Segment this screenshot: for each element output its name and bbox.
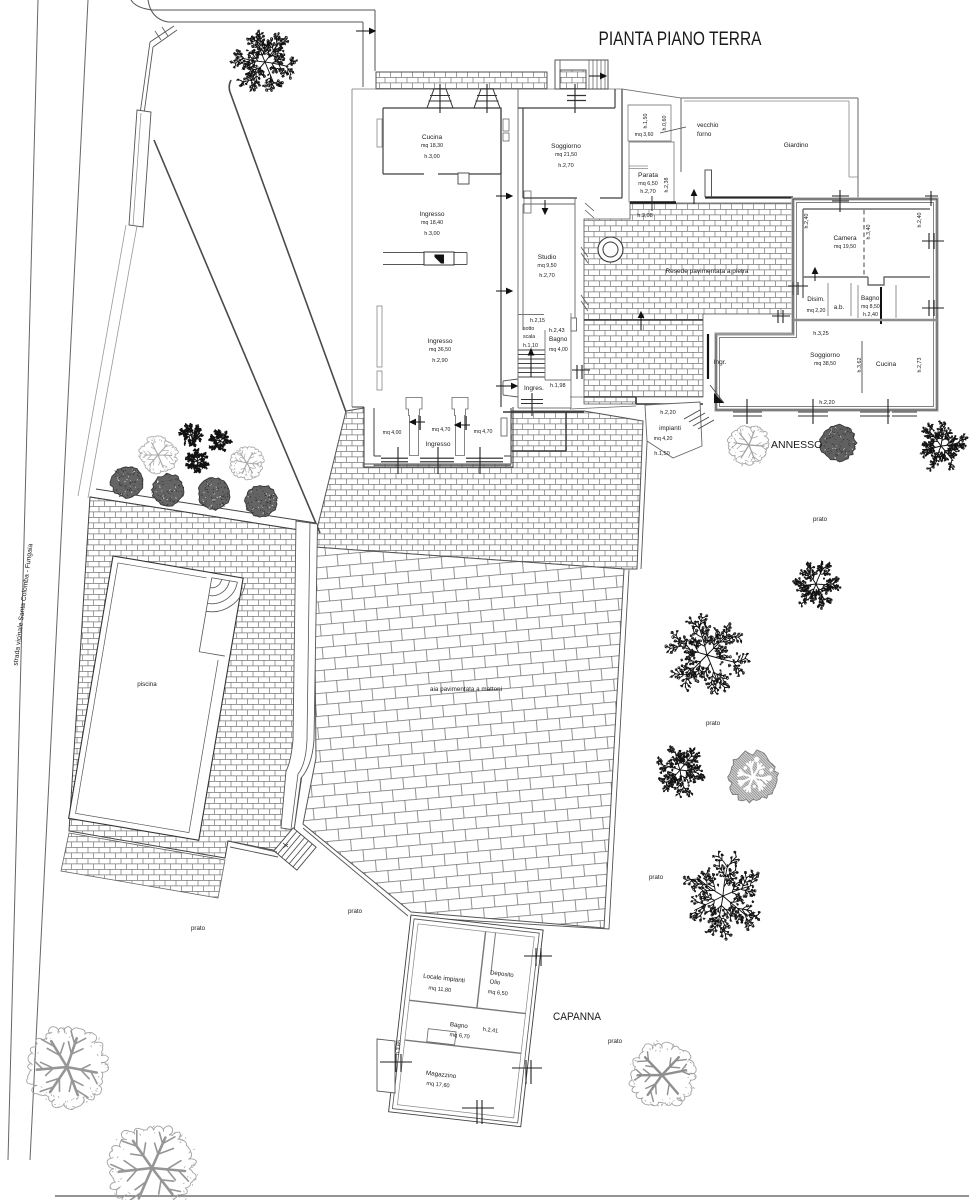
svg-text:mq 6,50: mq 6,50	[638, 181, 657, 187]
svg-text:Soggiorno: Soggiorno	[810, 352, 840, 359]
svg-text:Parata: Parata	[638, 172, 658, 179]
svg-text:piscina: piscina	[137, 681, 157, 688]
svg-text:Deposito: Deposito	[490, 970, 515, 979]
svg-text:h.3,65: h.3,65	[395, 1040, 403, 1056]
svg-text:scala: scala	[523, 334, 535, 340]
svg-text:mq 38,50: mq 38,50	[814, 361, 836, 367]
svg-text:mq 6,50: mq 6,50	[487, 989, 508, 997]
svg-text:Camera: Camera	[833, 235, 857, 242]
svg-text:vecchio: vecchio	[697, 122, 719, 129]
svg-text:mq 9,50: mq 9,50	[537, 263, 556, 269]
svg-text:impianti: impianti	[659, 425, 681, 432]
svg-text:h.2,90: h.2,90	[432, 358, 448, 364]
svg-text:h.2,40: h.2,40	[804, 214, 810, 229]
svg-text:Cucina: Cucina	[422, 134, 443, 141]
svg-text:h.1,98: h.1,98	[550, 383, 566, 389]
svg-text:mq 17,60: mq 17,60	[426, 1081, 450, 1090]
svg-text:h.3,00: h.3,00	[424, 154, 440, 160]
svg-text:h.2,70: h.2,70	[640, 189, 656, 195]
svg-text:h.3,62: h.3,62	[857, 358, 863, 373]
svg-text:mq 4,00: mq 4,00	[383, 430, 402, 436]
svg-text:mq 18,30: mq 18,30	[421, 143, 443, 149]
svg-text:PIANTA PIANO TERRA: PIANTA PIANO TERRA	[599, 28, 762, 50]
svg-text:h.1,50: h.1,50	[643, 114, 649, 129]
svg-text:prato: prato	[608, 1038, 623, 1045]
svg-text:Bagno: Bagno	[449, 1021, 468, 1030]
svg-text:Ingresso: Ingresso	[426, 441, 451, 448]
svg-text:h.2,15: h.2,15	[530, 318, 545, 324]
svg-text:h.3,08: h.3,08	[637, 213, 653, 219]
svg-text:Locale impianti: Locale impianti	[423, 973, 466, 985]
svg-text:mq 4,70: mq 4,70	[432, 427, 451, 433]
svg-text:forno: forno	[697, 131, 712, 138]
svg-text:mq 36,50: mq 36,50	[429, 347, 451, 353]
svg-text:h.0,60: h.0,60	[662, 116, 668, 131]
svg-text:prato: prato	[191, 925, 206, 932]
svg-text:Studio: Studio	[538, 254, 557, 261]
svg-text:mq 8,50: mq 8,50	[861, 304, 880, 310]
svg-text:h.2,70: h.2,70	[558, 163, 574, 169]
svg-text:mq 6,70: mq 6,70	[449, 1032, 470, 1040]
svg-text:Ingr.: Ingr.	[714, 359, 727, 366]
svg-text:h.1,50: h.1,50	[654, 451, 670, 457]
svg-text:Giardino: Giardino	[784, 142, 809, 149]
svg-text:ANNESSO: ANNESSO	[771, 439, 822, 451]
svg-text:Cucina: Cucina	[876, 361, 897, 368]
svg-text:mq 2,20: mq 2,20	[807, 308, 826, 314]
svg-text:h.1,10: h.1,10	[523, 343, 538, 349]
svg-text:Soggiorno: Soggiorno	[551, 143, 581, 150]
svg-text:prato: prato	[813, 516, 828, 523]
svg-text:Resede pavimentata a pietra: Resede pavimentata a pietra	[665, 268, 748, 275]
svg-text:mq 4,00: mq 4,00	[549, 347, 568, 353]
svg-text:Ingresso: Ingresso	[428, 338, 453, 345]
svg-text:h.2,73: h.2,73	[917, 358, 923, 373]
svg-text:sotto: sotto	[523, 326, 534, 332]
svg-text:h.2,40: h.2,40	[863, 312, 878, 318]
svg-text:h.3,40: h.3,40	[866, 225, 872, 240]
svg-text:mq 19,50: mq 19,50	[834, 244, 856, 250]
svg-text:prato: prato	[706, 720, 721, 727]
svg-text:Bagno: Bagno	[549, 336, 568, 343]
svg-text:Magazzino: Magazzino	[426, 1070, 458, 1080]
svg-text:h.2,43: h.2,43	[549, 328, 565, 334]
svg-text:h.2,70: h.2,70	[539, 273, 555, 279]
svg-text:a.b.: a.b.	[834, 304, 845, 311]
svg-text:Ingres.: Ingres.	[524, 385, 544, 392]
svg-text:mq 18,40: mq 18,40	[421, 220, 443, 226]
svg-text:mq 11,80: mq 11,80	[428, 985, 451, 994]
svg-text:CAPANNA: CAPANNA	[553, 1011, 602, 1023]
svg-text:prato: prato	[649, 874, 664, 881]
svg-text:h.2,40: h.2,40	[917, 213, 923, 228]
svg-text:h.2,38: h.2,38	[664, 178, 670, 193]
svg-text:mq 3,60: mq 3,60	[635, 132, 654, 138]
svg-text:h.2,20: h.2,20	[660, 410, 676, 416]
svg-text:Disim.: Disim.	[807, 296, 825, 303]
svg-text:mq 21,50: mq 21,50	[555, 152, 577, 158]
svg-text:h.2,20: h.2,20	[819, 400, 835, 406]
svg-text:h.2,41: h.2,41	[482, 1027, 498, 1035]
svg-text:h.3,00: h.3,00	[424, 231, 440, 237]
svg-text:mq 4,20: mq 4,20	[654, 436, 673, 442]
svg-text:prato: prato	[348, 908, 363, 915]
svg-text:Bagno: Bagno	[861, 295, 880, 302]
svg-text:aia pavimentata a mattoni: aia pavimentata a mattoni	[430, 686, 502, 693]
svg-text:mq 4,70: mq 4,70	[474, 429, 493, 435]
svg-text:h.3,25: h.3,25	[813, 331, 829, 337]
svg-text:Olio: Olio	[489, 979, 501, 986]
svg-text:Ingresso: Ingresso	[420, 211, 445, 218]
